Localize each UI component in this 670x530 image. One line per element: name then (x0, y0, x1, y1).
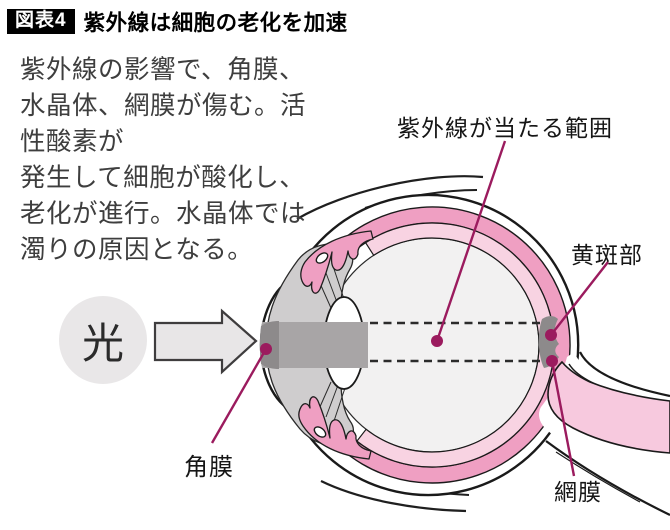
scleral-vessel-upper (315, 252, 329, 264)
description-line: 老化が進行。水晶体では (20, 200, 307, 228)
figure-number-badge: 図表4 (7, 8, 75, 35)
sheath-outline-top (579, 351, 670, 398)
description-line: 性酸素が (20, 128, 125, 156)
description-line: 濁りの原因となる。 (20, 236, 254, 264)
dot-cornea (260, 343, 272, 355)
leader-lines (210, 140, 609, 477)
light-label: 光 (81, 319, 124, 367)
iris-lower (298, 396, 372, 460)
label-retina: 網膜 (554, 479, 602, 505)
light-source-circle: 光 (59, 296, 147, 384)
leader-dots (260, 329, 558, 367)
description-line: 紫外線の影響で、角膜、 (20, 56, 305, 84)
description-text: 紫外線の影響で、角膜、 水晶体、網膜が傷む。活 性酸素が 発生して細胞が酸化し、… (20, 52, 340, 268)
sheath-outline-bottom (545, 440, 670, 516)
figure-header: 図表4 紫外線は細胞の老化を加速 (7, 6, 348, 37)
upper-eyelid-arc (296, 175, 484, 220)
light-arrow-icon (153, 308, 258, 375)
light-path-band (260, 322, 368, 368)
dot-macula (545, 329, 557, 341)
dot-retina (546, 355, 558, 367)
optic-nerve (547, 360, 670, 454)
leader-uv-range (435, 140, 507, 342)
label-uv-range: 紫外線が当たる範囲 (397, 115, 613, 141)
scleral-vessel-lower (313, 426, 327, 438)
leader-retina (550, 360, 576, 477)
leader-macula (550, 261, 609, 336)
iris-upper (300, 230, 374, 294)
lower-eyelid-arc (320, 480, 467, 513)
figure-title: 紫外線は細胞の老化を加速 (83, 11, 348, 35)
dot-uv-range (431, 335, 443, 347)
description-line: 発生して細胞が酸化し、 (20, 164, 306, 192)
leader-cornea (210, 348, 268, 444)
description-line: 水晶体、網膜が傷む。活 (20, 92, 307, 120)
macula-region (538, 316, 559, 368)
label-cornea: 角膜 (184, 454, 234, 481)
label-macula: 黄斑部 (571, 242, 643, 268)
sheath-outline-bottom-inner (555, 451, 641, 503)
